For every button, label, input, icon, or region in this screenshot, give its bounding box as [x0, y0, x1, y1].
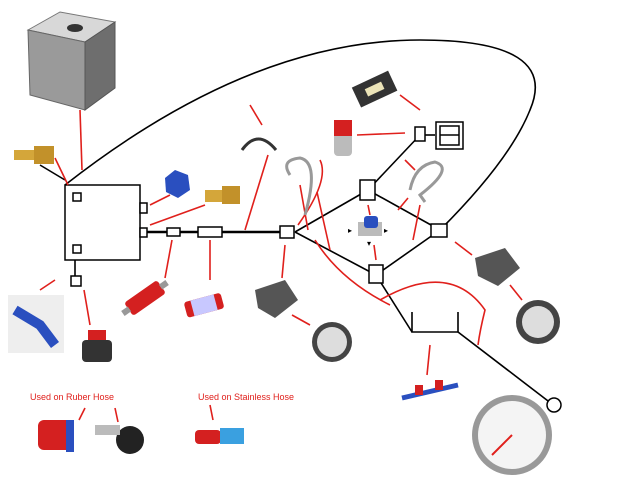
hose-end-stainless: [195, 428, 244, 444]
inline-filter-red: [121, 280, 169, 316]
pointer-lines: [39, 94, 523, 423]
pressure-gauge: [312, 322, 352, 362]
carburetor-plate: [351, 70, 398, 108]
fuel-pump-block: [255, 280, 298, 318]
node-top: [359, 179, 376, 201]
inline-filter-clear: [184, 293, 224, 318]
braided-hose: [285, 156, 313, 216]
hose-end-rubber: [38, 420, 74, 452]
fuel-pressure-gauge: [472, 395, 552, 475]
braided-hose-2: [408, 160, 444, 203]
pressure-gauge-2: [516, 300, 560, 344]
nitrous-bottle: [334, 120, 352, 156]
pressure-regulator: ▸ ▸ ▾: [348, 216, 388, 248]
return-line: [64, 39, 536, 231]
rubber-hose: [240, 137, 278, 151]
gauge-port: [546, 397, 562, 413]
node-right: [430, 223, 448, 238]
svg-text:▾: ▾: [367, 239, 371, 248]
svg-text:▸: ▸: [384, 226, 388, 235]
blue-an-fitting: [8, 295, 64, 353]
breather-filter: [82, 330, 112, 362]
nodes: [64, 121, 562, 413]
fuel-rail-bracket: [411, 312, 459, 333]
fuel-pump-block-2: [475, 248, 520, 286]
plumbing-lines: [39, 39, 553, 405]
p-clamp: [95, 425, 144, 454]
node-bottom: [368, 264, 384, 284]
svg-text:▸: ▸: [348, 226, 352, 235]
fuel-rail: [401, 380, 459, 401]
brass-fitting: [14, 146, 54, 164]
label-stainless-hose: Used on Stainless Hose: [198, 392, 295, 402]
fuel-cell-tank: [26, 11, 117, 111]
blue-fitting: [165, 170, 190, 198]
brass-fitting-2: [205, 186, 240, 204]
label-rubber-hose: Used on Ruber Hose: [30, 392, 115, 402]
